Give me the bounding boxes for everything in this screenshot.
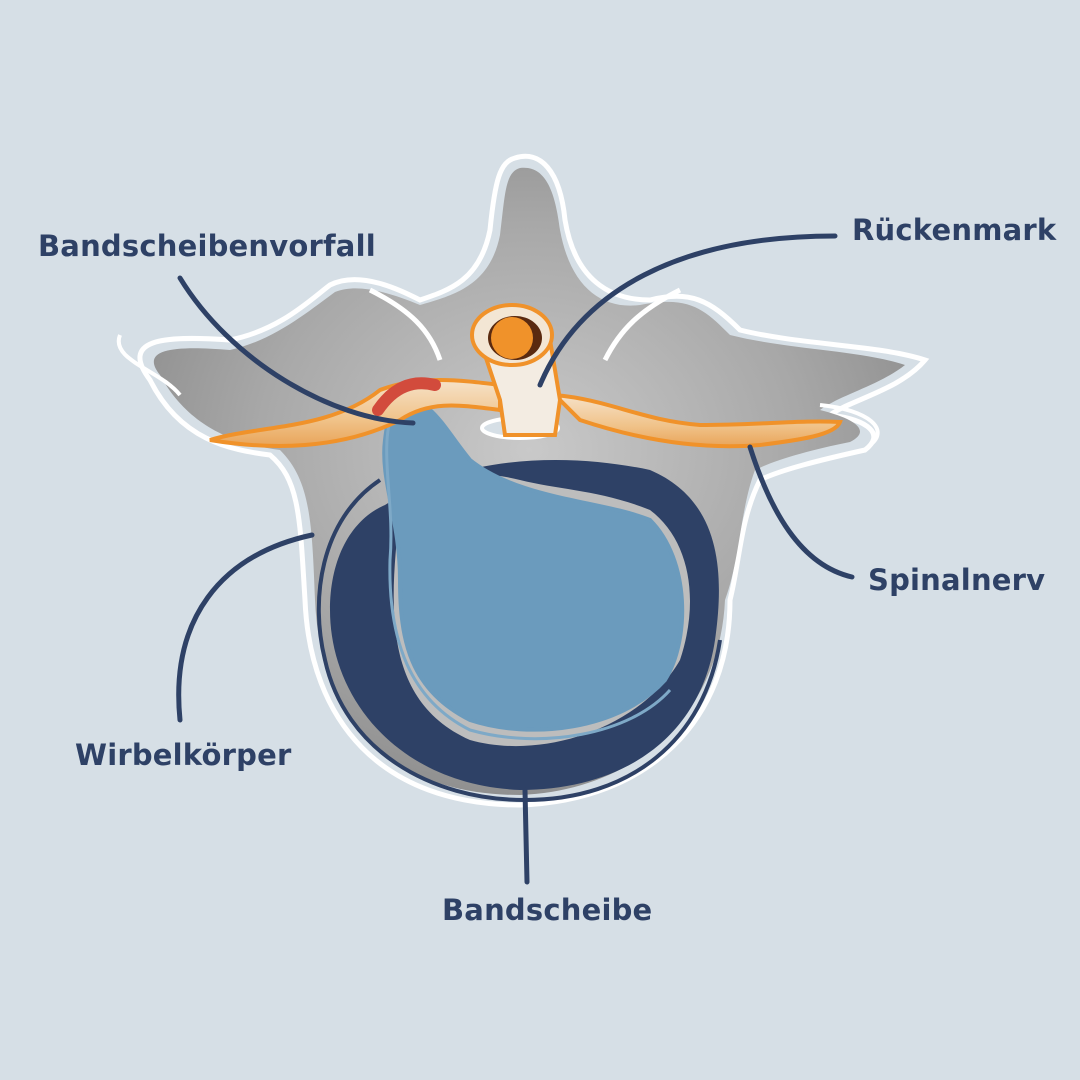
label-herniation: Bandscheibenvorfall xyxy=(38,229,376,263)
lamina-line-right xyxy=(602,287,682,362)
disc-outer-line xyxy=(316,478,722,803)
leader-herniation xyxy=(177,275,416,426)
nerve-compression-mark xyxy=(372,377,441,416)
leader-spinal-cord xyxy=(537,233,838,388)
label-disc: Bandscheibe xyxy=(442,893,653,927)
leader-disc xyxy=(522,787,530,885)
label-vertebral-body: Wirbelkörper xyxy=(75,738,292,772)
leader-spinal-nerve xyxy=(747,444,855,580)
label-spinal-cord: Rückenmark xyxy=(852,213,1057,247)
label-spinal-nerve: Spinalnerv xyxy=(868,563,1046,597)
spinal-nerve-right xyxy=(549,392,843,449)
process-outline-right xyxy=(819,403,880,447)
lamina-line-left xyxy=(368,287,443,361)
process-outline-left xyxy=(116,334,182,397)
leader-vertebral-body xyxy=(176,532,315,723)
